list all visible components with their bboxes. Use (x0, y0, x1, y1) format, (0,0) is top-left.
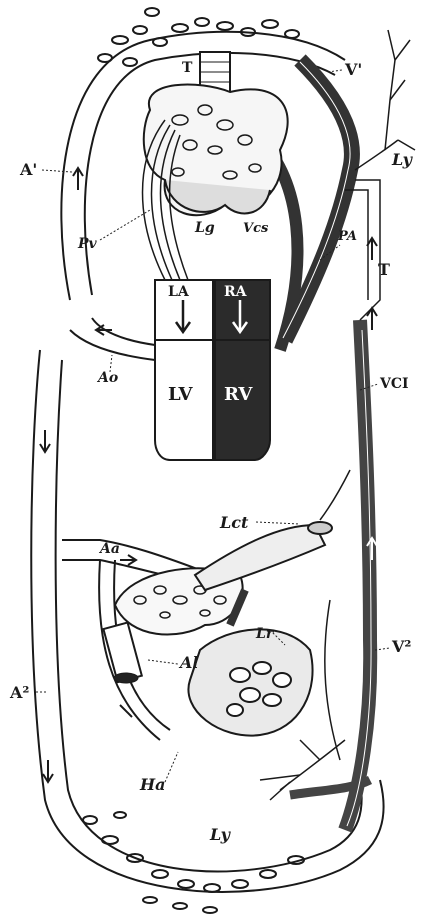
label-lr: Lr (255, 626, 275, 642)
label-t-thoracic: T (378, 260, 390, 279)
capillary-network-bottom (83, 812, 304, 913)
label-vci: VCI (379, 376, 409, 392)
label-la: LA (168, 284, 190, 300)
label-trachea: T (182, 60, 193, 76)
label-rv: RV (224, 384, 253, 405)
label-al: Al (178, 653, 199, 672)
label-vcs: Vcs (243, 221, 269, 236)
label-pa: PA (337, 229, 357, 244)
aorta (70, 318, 155, 360)
label-pv: Pv (77, 236, 98, 252)
label-a2: A² (9, 683, 29, 702)
label-ha: Ha (139, 775, 165, 794)
label-lg: Lg (194, 220, 215, 236)
label-ra: RA (224, 284, 248, 300)
label-lct: Lct (219, 513, 249, 532)
label-lv: LV (168, 384, 194, 405)
capillary-network-top (98, 8, 299, 66)
label-v1: V' (344, 60, 362, 79)
label-aa: Aa (98, 541, 120, 557)
label-ly-top: Ly (391, 150, 414, 169)
lymphatic-branches-top (355, 30, 415, 170)
label-a1: A' (19, 160, 37, 179)
lacteal-intestine (195, 470, 350, 590)
heart (155, 280, 270, 460)
label-v2: V² (391, 637, 411, 656)
label-ao: Ao (96, 370, 118, 386)
label-ly-bottom: Ly (209, 825, 232, 844)
